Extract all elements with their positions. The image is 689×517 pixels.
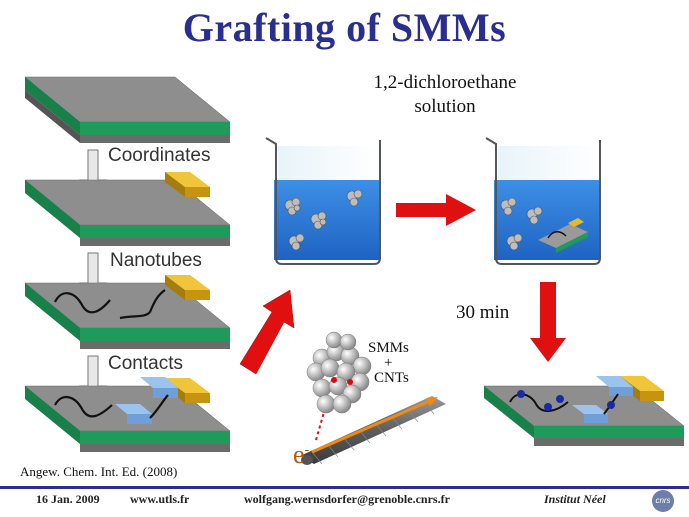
red-arrow-right xyxy=(396,194,476,226)
substrate-bare xyxy=(24,76,231,143)
electron-charge: - xyxy=(304,442,310,458)
footer-email[interactable]: wolfgang.wernsdorfer@grenoble.cnrs.fr xyxy=(244,492,450,506)
electron-symbol: e xyxy=(293,440,305,469)
step-label-nanotubes: Nanotubes xyxy=(110,250,202,271)
slide-title: Grafting of SMMs xyxy=(182,5,507,50)
beaker-2 xyxy=(485,137,601,265)
inset-label-smms: SMMs xyxy=(368,340,409,356)
inset-label-cnts: CNTs xyxy=(374,370,409,386)
smm-cnt-inset xyxy=(300,331,446,465)
electron-label: e- xyxy=(293,440,309,470)
time-label: 30 min xyxy=(456,302,510,323)
step-label-contacts: Contacts xyxy=(108,353,183,374)
substrate-contacts xyxy=(24,377,231,452)
solution-label-line1: 1,2-dichloroethane xyxy=(373,72,517,93)
red-arrow-up xyxy=(239,289,295,375)
final-device xyxy=(483,376,685,446)
red-arrow-down xyxy=(530,282,566,362)
step-label-coordinates: Coordinates xyxy=(108,145,211,166)
footer-website[interactable]: www.utls.fr xyxy=(130,492,190,506)
reference-citation: Angew. Chem. Int. Ed. (2008) xyxy=(20,464,178,479)
footer-institute: Institut Néel xyxy=(544,492,606,506)
footer-date: 16 Jan. 2009 xyxy=(36,492,100,506)
solution-label-line2: solution xyxy=(414,96,476,117)
footer-bar xyxy=(0,486,689,517)
footer-divider xyxy=(0,486,689,489)
beaker-1 xyxy=(265,137,381,265)
substrate-coordinates xyxy=(24,172,231,246)
inset-label-plus: + xyxy=(384,355,393,371)
substrate-nanotubes xyxy=(24,275,231,349)
cnrs-logo: cnrs xyxy=(652,490,674,512)
